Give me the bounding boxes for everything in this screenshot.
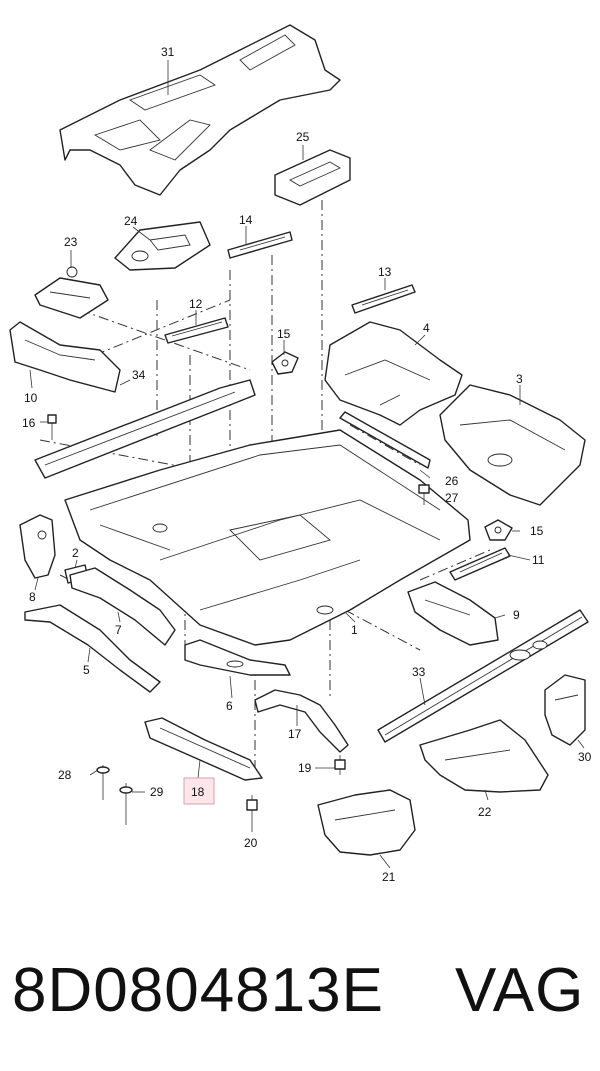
bolt-27 [418,484,430,505]
callout-17: 17 [288,727,302,741]
callout-18: 18 [191,785,205,799]
callout-18-highlight [183,777,215,805]
callout-26: 26 [445,474,459,488]
part-4-rear-panel [324,321,463,426]
part-8-bracket [19,514,56,579]
part-12-strip [164,317,229,344]
part-23-seat-bracket [34,266,109,319]
callout-11: 11 [532,553,545,567]
callout-5: 5 [83,663,90,677]
callout-15-top: 15 [277,327,291,341]
callout-19: 19 [298,761,312,775]
fastener-29 [119,783,133,825]
callout-9: 9 [513,608,520,622]
exploded-parts-diagram: 31 25 24 14 23 13 12 15 4 3 10 34 16 26 … [9,24,592,884]
callout-31: 31 [161,45,175,59]
callout-2: 2 [72,546,79,560]
part-10-front-member [9,321,121,393]
part-11-strip [449,547,511,581]
callout-24: 24 [124,214,138,228]
part-3-rear-panel [439,384,586,506]
part-1-floor-pan [64,429,471,646]
callout-12: 12 [189,297,203,311]
brand-text: VAG [455,956,585,1025]
callout-6: 6 [226,699,233,713]
callout-21: 21 [382,870,396,884]
part-33-beam [377,609,589,743]
callouts: 31 25 24 14 23 13 12 15 4 3 10 34 16 26 … [22,45,592,884]
part-6-bracket [184,639,291,676]
part-22-bracket [419,719,549,793]
part-17-bracket [254,689,349,753]
part-30-bracket [544,674,586,746]
part-14-strip [227,231,293,259]
part-13-strip [351,284,416,314]
callout-20: 20 [244,836,258,850]
callout-16: 16 [22,416,36,430]
callout-7: 7 [115,623,122,637]
callout-8: 8 [29,590,36,604]
callout-25: 25 [296,130,310,144]
callout-13: 13 [378,265,392,279]
callout-4: 4 [423,321,430,335]
part-9-bracket [407,581,499,646]
part-15-small-bracket-right [484,519,513,541]
part-31-tunnel-cover [59,24,341,196]
callout-14: 14 [239,213,253,227]
part-7-rail [69,567,176,646]
callout-22: 22 [478,805,492,819]
bolt-16 [47,414,57,440]
callout-15-right: 15 [530,524,544,538]
fastener-28 [96,765,110,800]
part-number-text: 8D0804813E [12,956,384,1025]
part-24-console-plate [114,221,211,271]
bolt-20 [246,795,258,825]
callout-10: 10 [24,391,38,405]
part-5-rail [24,604,161,693]
callout-3: 3 [516,372,523,386]
callout-23: 23 [64,235,78,249]
callout-33: 33 [412,665,426,679]
callout-28: 28 [58,768,72,782]
callout-30: 30 [578,750,592,764]
part-21-bracket [317,789,416,856]
leader-lines [29,60,585,869]
callout-29: 29 [150,785,164,799]
callout-1: 1 [351,623,358,637]
callout-27: 27 [445,491,459,505]
part-25-bracket [274,149,351,206]
part-15-small-bracket-top [271,351,299,375]
part-26-rail [339,411,431,469]
bolt-19 [334,755,346,775]
part-18-cross-brace [144,717,263,781]
callout-34: 34 [132,368,146,382]
part-34-long-rail [34,379,256,479]
